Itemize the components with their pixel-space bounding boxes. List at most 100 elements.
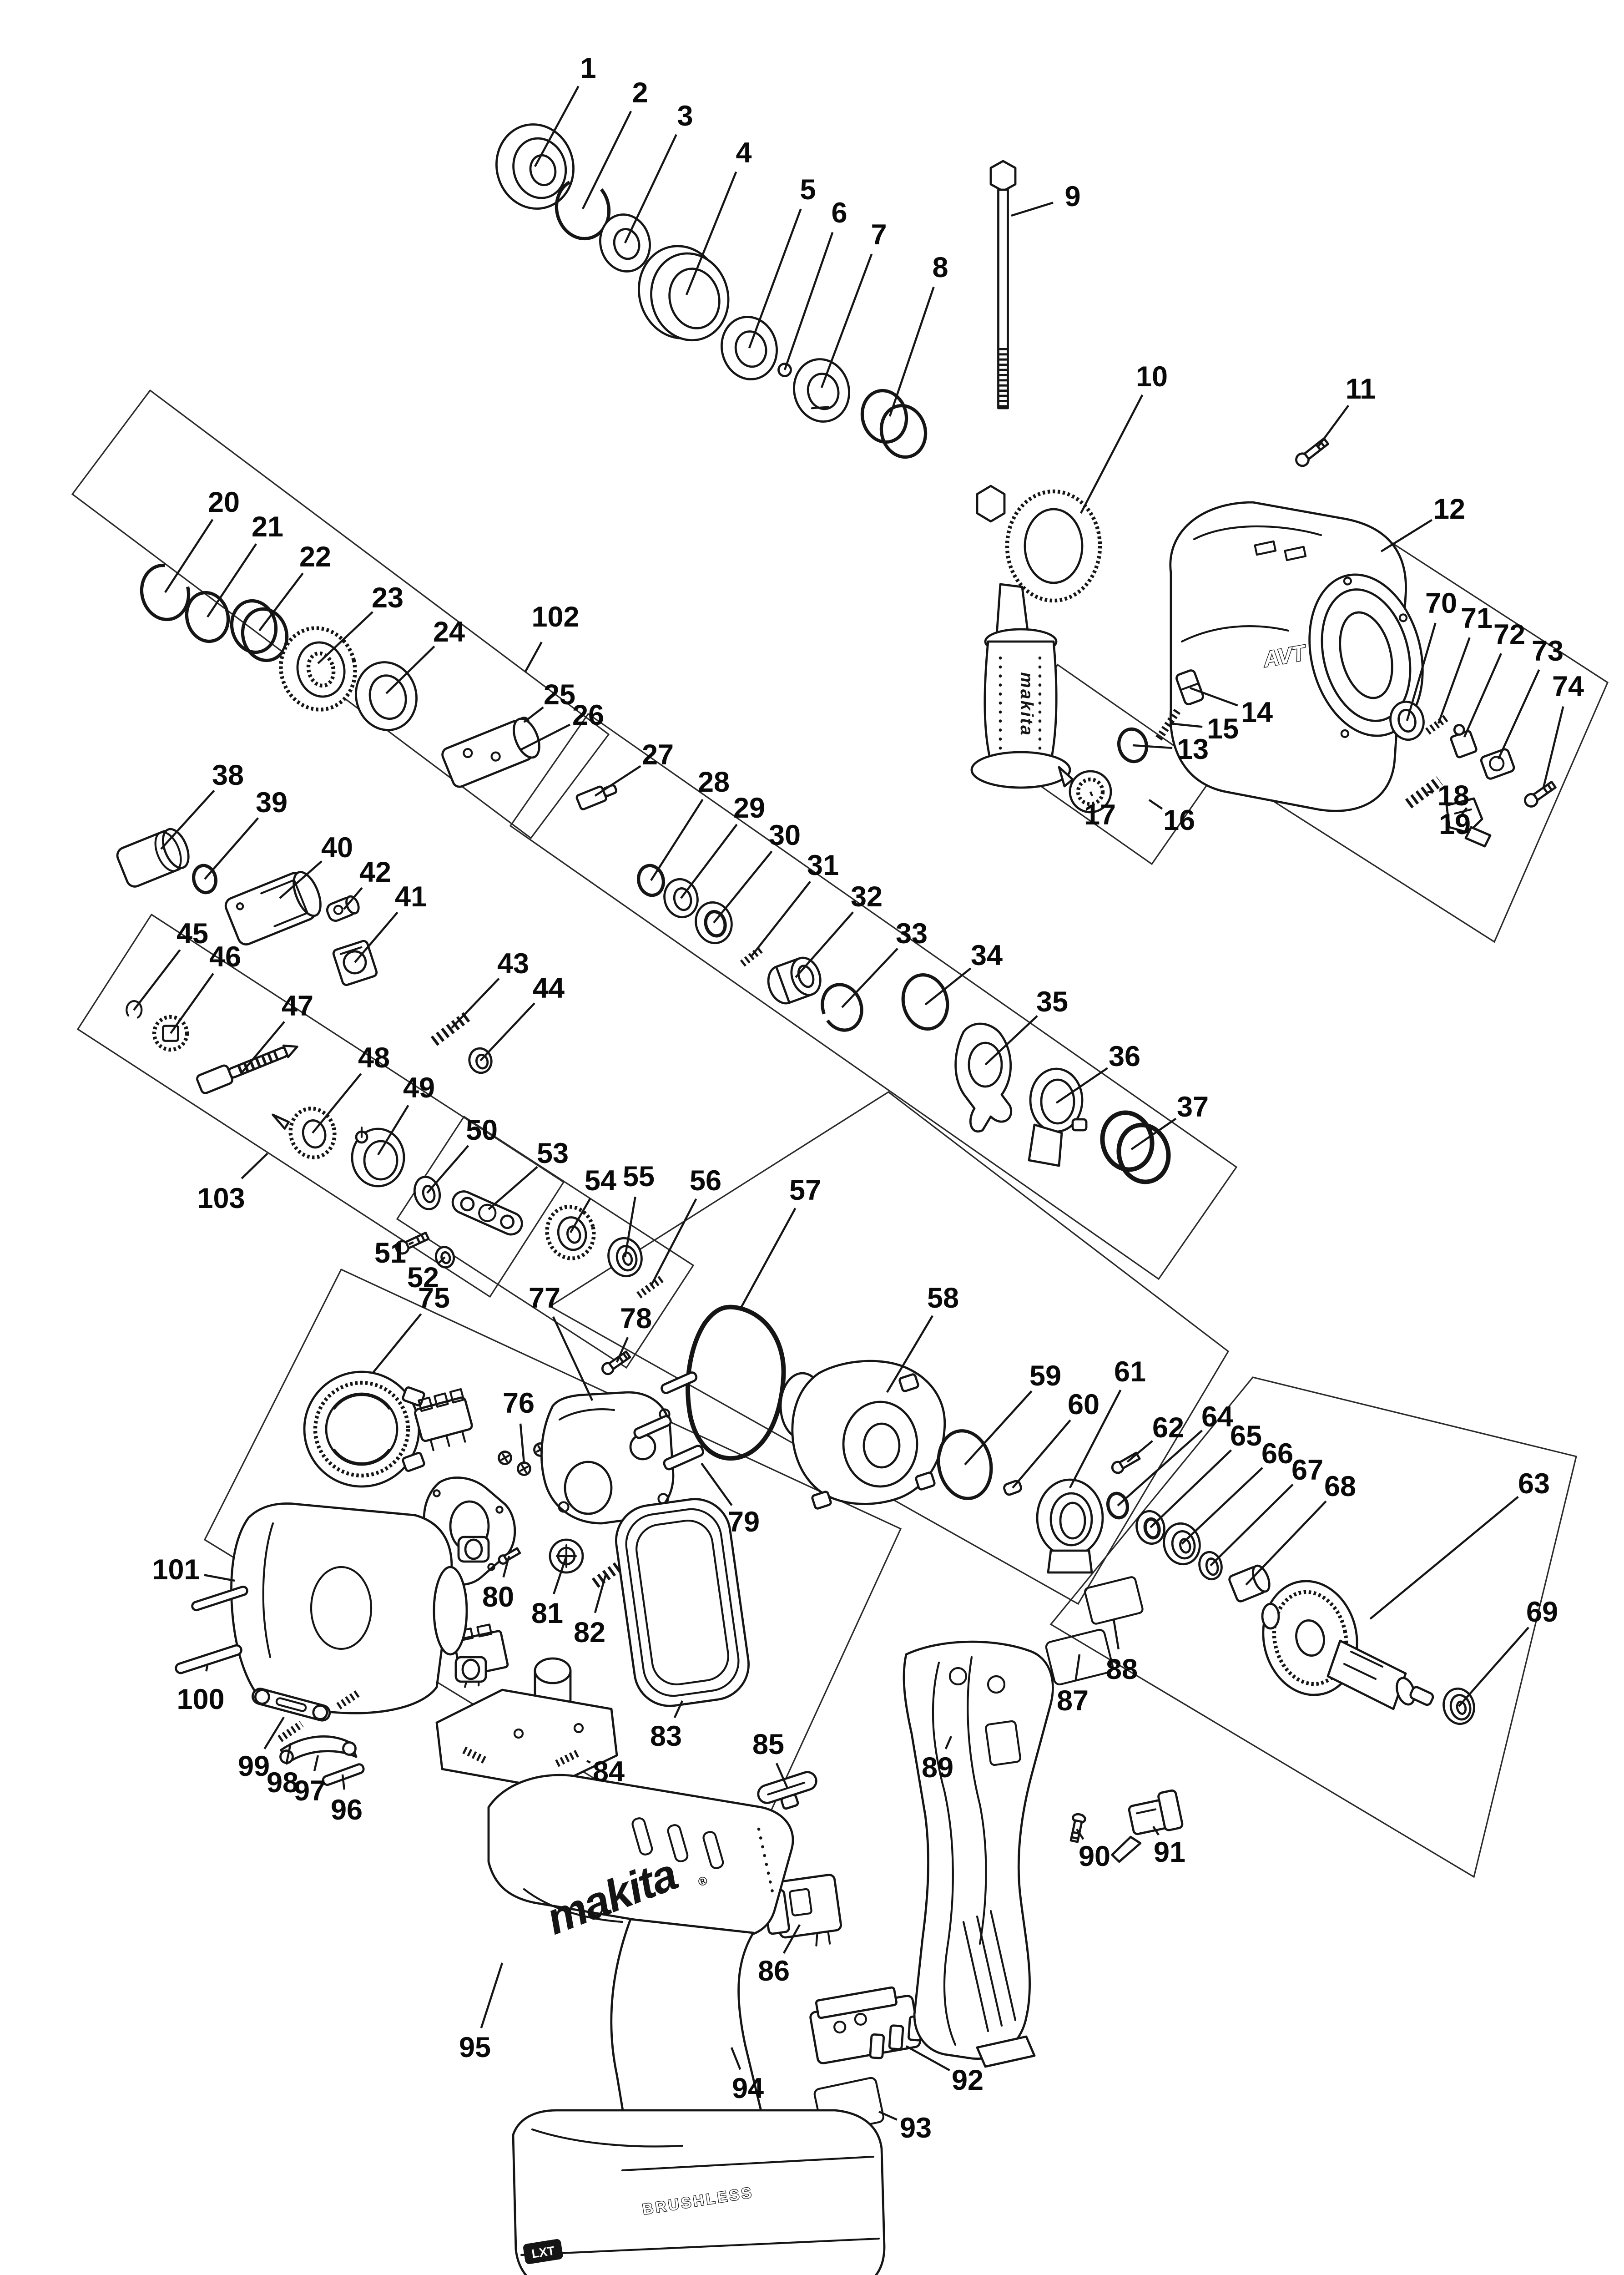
callout-24: 24 (385, 616, 465, 694)
leader-line-54 (570, 1198, 591, 1234)
leader-line-20 (164, 519, 214, 593)
part-number-17: 17 (1084, 799, 1116, 831)
part-89-housing-right-half (903, 1640, 1054, 2068)
callout-49: 49 (377, 1072, 435, 1156)
leader-line-5 (748, 208, 802, 349)
part-number-25: 25 (544, 679, 575, 711)
callout-66: 66 (1181, 1438, 1293, 1545)
callout-88: 88 (1106, 1618, 1138, 1685)
part-28-o-ring (637, 864, 665, 897)
callout-59: 59 (964, 1360, 1061, 1466)
leader-line-9 (1011, 202, 1054, 217)
part-number-65: 65 (1230, 1420, 1262, 1452)
part-number-64: 64 (1201, 1401, 1233, 1433)
part-number-89: 89 (922, 1752, 953, 1784)
part-95-housing-left-half: makita ® BRUSHLESS LXT (487, 1774, 886, 2275)
leader-line-74 (1542, 706, 1564, 788)
part-68-spacer-sleeve (1228, 1564, 1271, 1603)
part-number-88: 88 (1106, 1653, 1138, 1685)
callout-87: 87 (1057, 1654, 1089, 1717)
part-number-42: 42 (359, 856, 391, 888)
callout-32: 32 (795, 881, 883, 978)
leader-line-35 (984, 1015, 1038, 1066)
part-number-49: 49 (403, 1072, 435, 1104)
part-22-spring-washer-stack (230, 599, 289, 662)
part-number-100: 100 (177, 1684, 224, 1715)
part-number-21: 21 (252, 511, 283, 543)
part-number-37: 37 (1177, 1091, 1209, 1123)
part-74-screw (1524, 780, 1557, 808)
callout-18: 18 (1427, 780, 1469, 812)
callout-17: 17 (1084, 791, 1116, 831)
callout-93: 93 (878, 2110, 932, 2144)
part-51-screw (395, 1231, 430, 1255)
part-number-10: 10 (1136, 361, 1168, 393)
part-number-28: 28 (698, 766, 730, 798)
callout-78: 78 (615, 1303, 652, 1363)
part-number-52: 52 (407, 1262, 439, 1294)
part-number-79: 79 (728, 1506, 760, 1538)
callout-91: 91 (1152, 1825, 1185, 1868)
part-number-23: 23 (372, 582, 403, 614)
callout-3: 3 (624, 100, 693, 243)
callout-39: 39 (204, 787, 287, 880)
callout-45: 45 (133, 918, 208, 1011)
part-57-large-o-ring (686, 1304, 786, 1461)
part-number-102: 102 (531, 601, 579, 633)
part-23-knurled-guide-ring (279, 626, 357, 712)
part-number-5: 5 (800, 174, 816, 206)
leader-line-60 (1012, 1419, 1071, 1489)
leader-line-102 (525, 642, 543, 672)
spring-extra (336, 1689, 361, 1709)
callout-98: 98 (267, 1743, 298, 1799)
part-61-ring-cover (1036, 1478, 1104, 1574)
part-number-2: 2 (632, 77, 648, 109)
leader-line-85 (775, 1763, 789, 1789)
callout-25: 25 (523, 679, 575, 723)
leader-line-46 (170, 973, 214, 1034)
part-43-spring (430, 1011, 472, 1046)
leader-line-80 (502, 1556, 510, 1578)
part-100-pin (175, 1644, 242, 1674)
leader-line-78 (615, 1337, 629, 1363)
part-58-gear-housing (779, 1360, 946, 1510)
callout-12: 12 (1380, 493, 1465, 552)
leader-line-71 (1437, 637, 1471, 724)
part-number-56: 56 (690, 1165, 721, 1197)
side-grip-handle: makita (970, 628, 1071, 789)
callout-75: 75 (372, 1282, 450, 1374)
leader-line-95 (480, 1962, 504, 2028)
leader-line-28 (650, 799, 704, 881)
part-45-clip (126, 1000, 143, 1019)
part-18-compression-spring (1405, 776, 1443, 809)
callout-7: 7 (820, 219, 887, 388)
part-2-retaining-ring (555, 177, 611, 241)
leader-line-51 (408, 1241, 414, 1245)
part-number-45: 45 (177, 918, 208, 950)
assembly-outline-boxes (71, 389, 1609, 1878)
part-number-27: 27 (642, 739, 674, 771)
terminal-block (414, 1388, 473, 1451)
part-84-controller (435, 1623, 618, 1790)
callout-92: 92 (905, 2045, 983, 2096)
callout-56: 56 (650, 1165, 721, 1287)
part-number-48: 48 (358, 1042, 390, 1074)
part-number-76: 76 (503, 1387, 535, 1419)
leader-line-87 (1074, 1654, 1081, 1681)
part-78-screw (601, 1350, 631, 1375)
leader-line-18 (1427, 790, 1433, 794)
leader-line-40 (279, 860, 323, 899)
leader-line-77 (552, 1316, 594, 1401)
leader-line-31 (751, 880, 811, 956)
part-number-31: 31 (807, 849, 839, 881)
part-99-lock-lever (252, 1688, 331, 1722)
part-number-75: 75 (418, 1282, 450, 1314)
leader-line-43 (451, 977, 500, 1029)
leader-line-29 (680, 824, 738, 899)
part-number-7: 7 (871, 219, 887, 251)
leader-line-15 (1169, 722, 1203, 728)
callout-19: 19 (1439, 807, 1471, 840)
part-36-guide-bracket (1028, 1067, 1088, 1167)
leader-line-7 (820, 253, 873, 388)
part-number-14: 14 (1241, 697, 1273, 728)
